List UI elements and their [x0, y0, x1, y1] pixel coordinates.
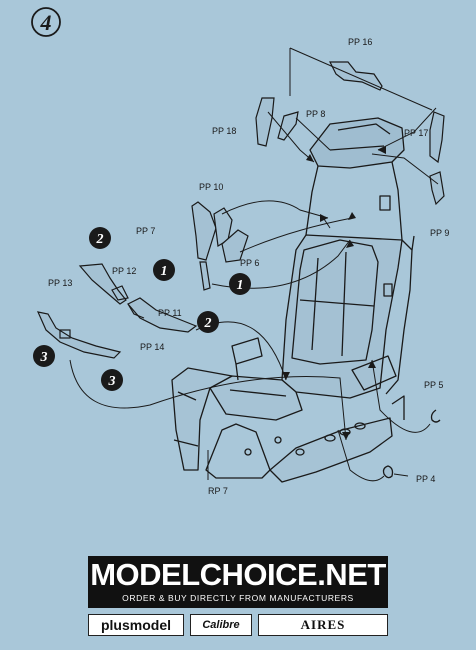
part-pp18 — [255, 97, 275, 147]
label-pp9: PP 9 — [430, 228, 449, 238]
svg-text:2: 2 — [204, 316, 212, 331]
label-pp12: PP 12 — [112, 266, 136, 276]
svg-text:3: 3 — [108, 374, 116, 389]
sequence-marker-2b: 2 — [197, 311, 219, 333]
sequence-marker-3a: 3 — [33, 345, 55, 367]
label-pp13: PP 13 — [48, 278, 72, 288]
part-pp17 — [429, 111, 445, 164]
part-labels: PP 16 PP 8 PP 18 PP 17 PP 10 PP 7 PP 6 P… — [48, 37, 449, 496]
logo-aires[interactable]: AIRES — [258, 614, 388, 636]
brand-name: MODELCHOICE.NET — [90, 557, 386, 592]
sequence-marker-2a: 2 — [89, 227, 111, 249]
part-pp8 — [277, 111, 299, 141]
part-pp10-harness — [191, 201, 249, 291]
svg-text:1: 1 — [237, 278, 244, 293]
sequence-marker-1b: 1 — [229, 273, 251, 295]
arrowheads — [282, 146, 386, 440]
part-pp12-pp13 — [78, 263, 129, 305]
assembly-lines — [69, 47, 439, 482]
logo-calibre[interactable]: Calibre — [190, 614, 252, 636]
sequence-marker-3b: 3 — [101, 369, 123, 391]
step-number-badge: 4 — [31, 7, 61, 37]
label-pp4: PP 4 — [416, 474, 435, 484]
sequence-markers: 1 1 2 2 3 3 — [33, 227, 251, 391]
advertisement-banner[interactable]: MODELCHOICE.NET ORDER & BUY DIRECTLY FRO… — [88, 556, 388, 640]
brand-tagline: ORDER & BUY DIRECTLY FROM MANUFACTURERS — [122, 593, 354, 603]
label-pp16: PP 16 — [348, 37, 372, 47]
svg-text:4: 4 — [40, 10, 52, 35]
label-rp7: RP 7 — [208, 486, 228, 496]
svg-text:2: 2 — [96, 232, 104, 247]
label-pp18: PP 18 — [212, 126, 236, 136]
svg-text:3: 3 — [40, 350, 48, 365]
part-pp5 — [430, 409, 441, 423]
label-pp17: PP 17 — [404, 128, 428, 138]
part-pp4 — [382, 465, 394, 479]
banner-box: MODELCHOICE.NET ORDER & BUY DIRECTLY FRO… — [88, 556, 388, 608]
part-pp9 — [429, 171, 445, 206]
part-pp11-pp14 — [127, 297, 198, 333]
part-pp16 — [329, 61, 383, 91]
logo-plusmodel[interactable]: plusmodel — [88, 614, 184, 636]
svg-text:1: 1 — [161, 264, 168, 279]
label-pp14: PP 14 — [140, 342, 164, 352]
label-pp10: PP 10 — [199, 182, 223, 192]
label-pp8: PP 8 — [306, 109, 325, 119]
label-pp7: PP 7 — [136, 226, 155, 236]
label-pp6: PP 6 — [240, 258, 259, 268]
label-pp11: PP 11 — [158, 308, 182, 318]
label-pp5: PP 5 — [424, 380, 443, 390]
part-strap-3 — [36, 311, 122, 359]
sequence-marker-1a: 1 — [153, 259, 175, 281]
ejection-seat — [171, 117, 415, 483]
